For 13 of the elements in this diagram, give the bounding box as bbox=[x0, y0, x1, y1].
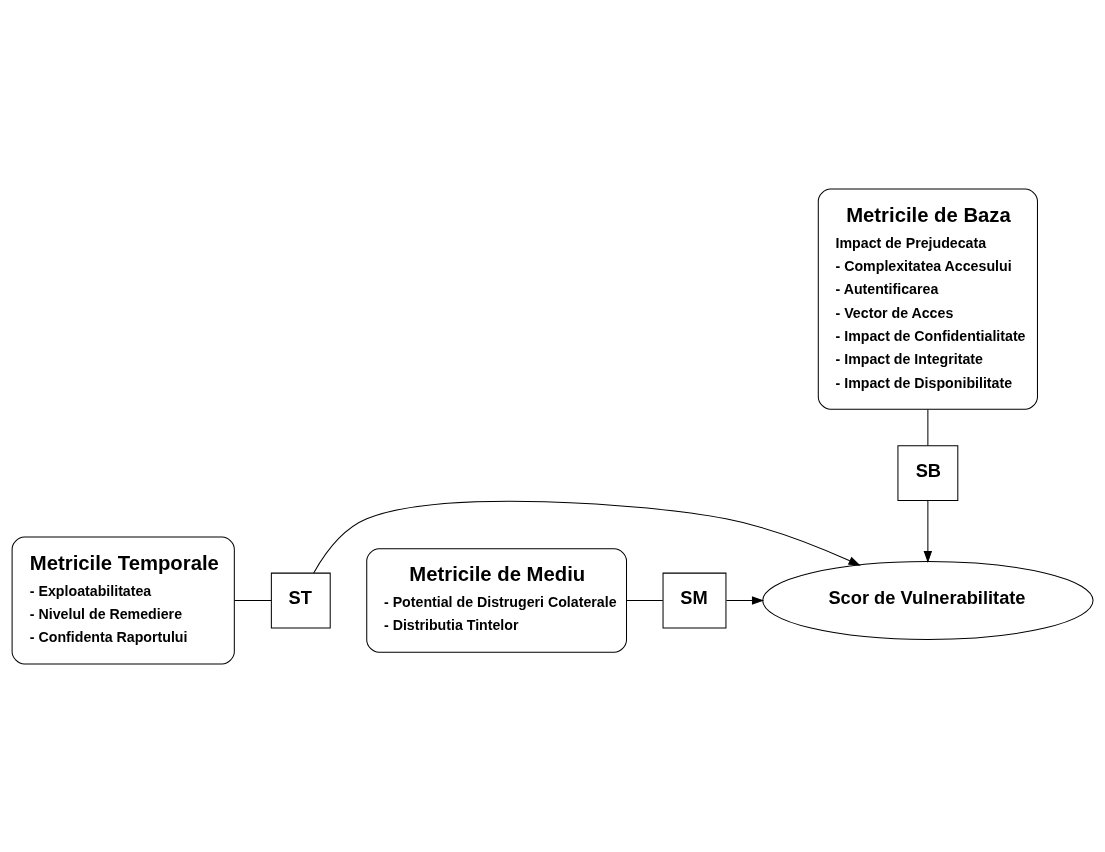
node-box: SM bbox=[662, 572, 727, 628]
node-box: Metricile de Baza Impact de Prejudecata - Complexitatea Accesului - Autentificarea - Vector de Acces - Impact de Confidentialitate - Impact de Integritate - Impact de Disponibilitate bbox=[817, 188, 1038, 410]
node-box: Metricile de Mediu - Potential de Distrugeri Colaterale - Distributia Tintelor bbox=[366, 547, 627, 653]
connector bbox=[234, 599, 272, 601]
arrow bbox=[923, 499, 933, 563]
connector bbox=[927, 408, 929, 446]
node-box: Metricile Temporale - Exploatabilitatea - Nivelul de Remediere - Confidenta Raportului bbox=[11, 536, 235, 664]
node-ellipse: Scor de Vulnerabilitate bbox=[762, 560, 1094, 640]
arrow bbox=[725, 595, 765, 605]
connector bbox=[626, 599, 664, 601]
node-box: ST bbox=[270, 572, 331, 628]
node-box: SB bbox=[897, 444, 959, 501]
arrow bbox=[313, 500, 861, 574]
